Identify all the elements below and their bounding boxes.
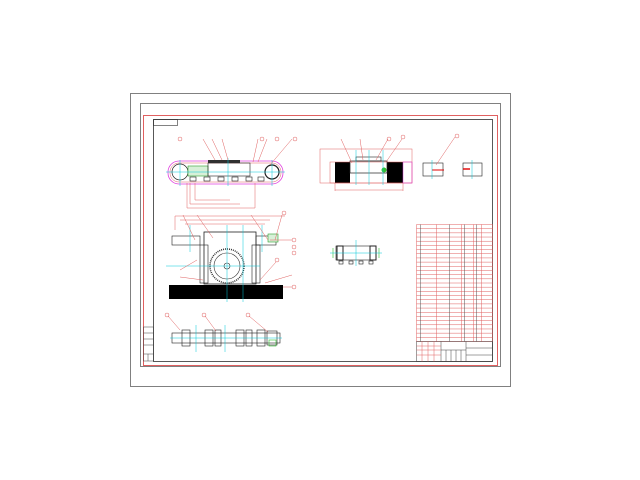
border-red	[143, 115, 498, 366]
margin-stamp	[143, 326, 154, 362]
view-plan	[164, 312, 282, 352]
inner-frame	[140, 103, 501, 367]
view-track-side	[166, 136, 298, 209]
view-details-small	[422, 133, 483, 179]
view-chassis	[330, 240, 382, 266]
outer-frame	[130, 93, 511, 387]
code-tab	[153, 119, 178, 126]
parts-list-table	[416, 224, 493, 342]
view-front	[319, 134, 413, 191]
title-block	[416, 341, 493, 362]
view-main-section	[166, 210, 297, 302]
